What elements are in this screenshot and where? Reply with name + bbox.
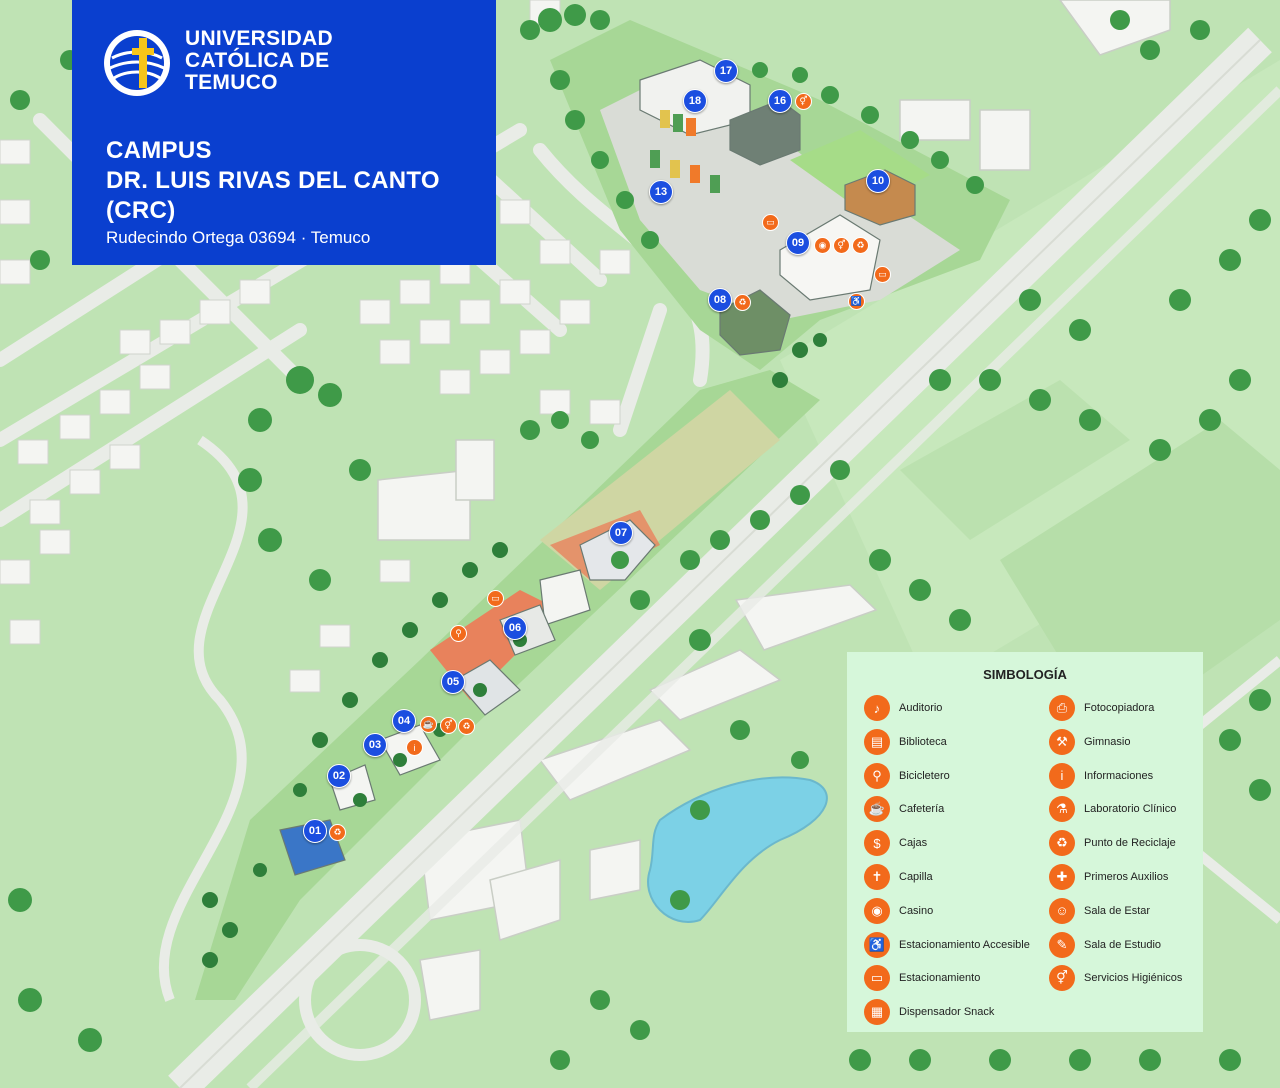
- chapel-icon: ✝: [864, 864, 890, 890]
- university-name-line2: CATÓLICA DE: [185, 49, 330, 72]
- legend-item-label: Biblioteca: [899, 735, 947, 748]
- building-marker-02[interactable]: 02: [327, 764, 351, 788]
- legend-item-label: Cafetería: [899, 803, 945, 816]
- legend-item: ⚲ Bicicletero: [864, 762, 950, 790]
- restroom-icon[interactable]: ⚥: [440, 717, 457, 734]
- legend-item-label: Cajas: [899, 837, 928, 850]
- legend-item-label: Auditorio: [899, 702, 943, 714]
- legend-item: ▦ Dispensador Snack: [864, 998, 994, 1026]
- legend-item-label: Informaciones: [1084, 769, 1154, 782]
- building-marker-05[interactable]: 05: [441, 670, 465, 694]
- legend-item-label: Estacionamiento: [899, 972, 981, 985]
- campus-title-line2: DR. LUIS RIVAS DEL CANTO: [106, 167, 440, 194]
- restroom-icon: ⚥: [1049, 965, 1075, 992]
- campus-title-line3: (CRC): [106, 197, 176, 224]
- restroom-icon[interactable]: ⚥: [795, 93, 812, 110]
- building-marker-08[interactable]: 08: [708, 288, 732, 312]
- recycling-icon[interactable]: ♻: [852, 237, 869, 254]
- legend-item: ☕ Cafetería: [864, 795, 944, 823]
- legend-item: ✚ Primeros Auxilios: [1049, 863, 1168, 891]
- bicycle-icon[interactable]: ⚲: [450, 625, 467, 642]
- legend-item: ♿ Estacionamiento Accesible: [864, 931, 1030, 959]
- gym-icon: ⚒: [1049, 728, 1075, 755]
- building-marker-18[interactable]: 18: [683, 89, 707, 113]
- parking-icon: ▭: [864, 965, 890, 992]
- photocopier-icon: ⎙: [1049, 695, 1075, 721]
- legend-item-label: Fotocopiadora: [1084, 702, 1155, 714]
- building-marker-01[interactable]: 01: [303, 819, 327, 843]
- legend-item: ✝ Capilla: [864, 863, 933, 891]
- campus-title: CAMPUS DR. LUIS RIVAS DEL CANTO (CRC): [106, 136, 440, 226]
- legend-item-label: Sala de Estudio: [1084, 938, 1162, 951]
- building-marker-06[interactable]: 06: [503, 616, 527, 640]
- building-marker-04[interactable]: 04: [392, 709, 416, 733]
- building-marker-09[interactable]: 09: [786, 231, 810, 255]
- recycling-icon[interactable]: ♻: [329, 824, 346, 841]
- recycling-icon[interactable]: ♻: [734, 294, 751, 311]
- legend-item-label: Capilla: [899, 871, 933, 883]
- legend-item-label: Primeros Auxilios: [1084, 871, 1169, 883]
- building-marker-07[interactable]: 07: [609, 521, 633, 545]
- cashier-icon: $: [864, 830, 890, 857]
- dining-icon[interactable]: ◉: [814, 237, 831, 254]
- accessible-parking-icon[interactable]: ♿: [848, 293, 865, 310]
- snack-dispenser-icon: ▦: [864, 999, 890, 1026]
- legend-item: ♪ Auditorio: [864, 694, 942, 722]
- study-room-icon: ✎: [1049, 931, 1075, 958]
- legend-item: ⎙ Fotocopiadora: [1049, 694, 1154, 722]
- legend-item-label: Punto de Reciclaje: [1084, 837, 1176, 850]
- legend-item: $ Cajas: [864, 829, 927, 857]
- map-legend: SIMBOLOGÍA ♪ Auditorio ▤ Biblioteca ⚲ Bicicle…: [847, 652, 1203, 1032]
- legend-item: ◉ Casino: [864, 897, 933, 925]
- legend-item: ✎ Sala de Estudio: [1049, 931, 1161, 959]
- legend-item-label: Estacionamiento Accesible: [899, 938, 1030, 951]
- university-name-line1: UNIVERSIDAD: [185, 27, 333, 50]
- legend-item: ♻ Punto de Reciclaje: [1049, 829, 1176, 857]
- university-name: UNIVERSIDAD CATÓLICA DE TEMUCO: [185, 28, 333, 94]
- coffee-icon: ☕: [864, 796, 890, 823]
- info-icon[interactable]: i: [406, 739, 423, 756]
- legend-item-label: Servicios Higiénicos: [1084, 972, 1183, 985]
- building-marker-03[interactable]: 03: [363, 733, 387, 757]
- lab-icon: ⚗: [1049, 796, 1075, 823]
- bicycle-icon: ⚲: [864, 762, 890, 789]
- library-icon: ▤: [864, 728, 890, 755]
- building-marker-16[interactable]: 16: [768, 89, 792, 113]
- building-marker-17[interactable]: 17: [714, 59, 738, 83]
- dining-icon: ◉: [864, 897, 890, 924]
- campus-address: Rudecindo Ortega 03694 · Temuco: [106, 228, 371, 247]
- building-marker-13[interactable]: 13: [649, 180, 673, 204]
- university-logo-icon: [104, 30, 170, 96]
- legend-item-label: Laboratorio Clínico: [1084, 803, 1177, 816]
- legend-item-label: Gimnasio: [1084, 735, 1131, 748]
- recycling-icon[interactable]: ♻: [458, 718, 475, 735]
- auditorium-icon: ♪: [864, 695, 890, 721]
- legend-title: SIMBOLOGÍA: [983, 667, 1067, 682]
- legend-item: ☺ Sala de Estar: [1049, 897, 1150, 925]
- legend-item: ⚒ Gimnasio: [1049, 728, 1130, 756]
- restroom-icon[interactable]: ⚥: [833, 237, 850, 254]
- parking-icon[interactable]: ▭: [762, 214, 779, 231]
- info-icon: i: [1049, 762, 1075, 789]
- legend-item-label: Dispensador Snack: [899, 1006, 995, 1019]
- legend-item-label: Casino: [899, 904, 934, 917]
- legend-item-label: Bicicletero: [899, 769, 950, 782]
- legend-item-label: Sala de Estar: [1084, 904, 1151, 917]
- parking-icon[interactable]: ▭: [874, 266, 891, 283]
- recycling-icon: ♻: [1049, 830, 1075, 857]
- accessible-parking-icon: ♿: [864, 931, 890, 958]
- parking-icon[interactable]: ▭: [487, 590, 504, 607]
- legend-item: ⚗ Laboratorio Clínico: [1049, 795, 1176, 823]
- legend-item: i Informaciones: [1049, 762, 1153, 790]
- campus-header: UNIVERSIDAD CATÓLICA DE TEMUCO CAMPUS DR…: [72, 0, 496, 265]
- first-aid-icon: ✚: [1049, 864, 1075, 890]
- coffee-icon[interactable]: ☕: [420, 716, 437, 733]
- campus-title-line1: CAMPUS: [106, 137, 212, 164]
- legend-item: ⚥ Servicios Higiénicos: [1049, 964, 1182, 992]
- university-name-line3: TEMUCO: [185, 71, 278, 94]
- legend-item: ▭ Estacionamiento: [864, 964, 980, 992]
- building-marker-10[interactable]: 10: [866, 169, 890, 193]
- lounge-icon: ☺: [1049, 897, 1075, 924]
- legend-item: ▤ Biblioteca: [864, 728, 947, 756]
